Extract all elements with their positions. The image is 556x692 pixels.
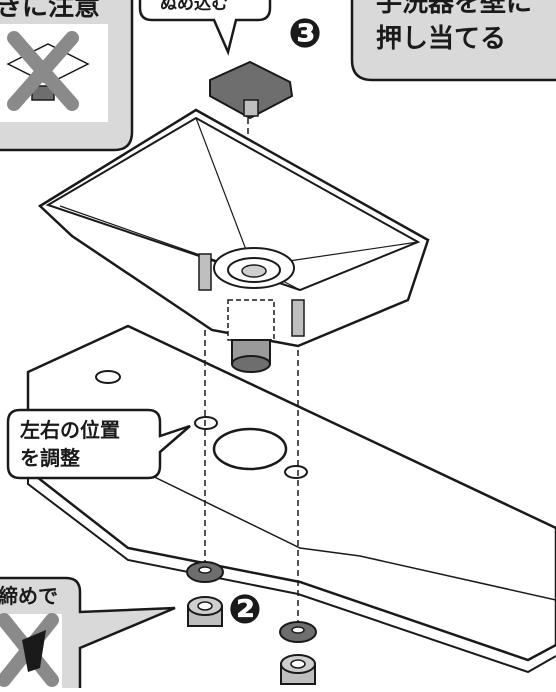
press-against-wall-callout [350,0,556,82]
drain-fitting [227,299,275,373]
mounting-studs [198,253,305,337]
mounting-plate [26,324,556,674]
press-against-wall-line1: 手洗器を壁に [376,0,533,18]
align-cap-text: ぬめ込む [160,0,228,14]
adjust-position-line2: を調整 [20,446,80,470]
orientation-caution-callout [0,0,134,152]
adjust-position-callout [6,408,191,480]
cross-mark-icon [7,31,79,111]
tighten-note-callout [0,576,176,692]
adjust-position-line1: 左右の位置 [20,418,120,442]
wash-basin [37,108,430,348]
step-3-marker: ❸ [288,11,322,57]
step-2-marker: ❷ [228,587,262,633]
washers-and-nuts [186,561,317,685]
orientation-caution-text: きに注意 [0,0,101,22]
drain-cap [209,60,294,120]
tighten-note-text: 締めで [0,584,58,608]
align-cap-callout [138,0,272,56]
press-against-wall-line2: 押し当てる [376,24,507,54]
